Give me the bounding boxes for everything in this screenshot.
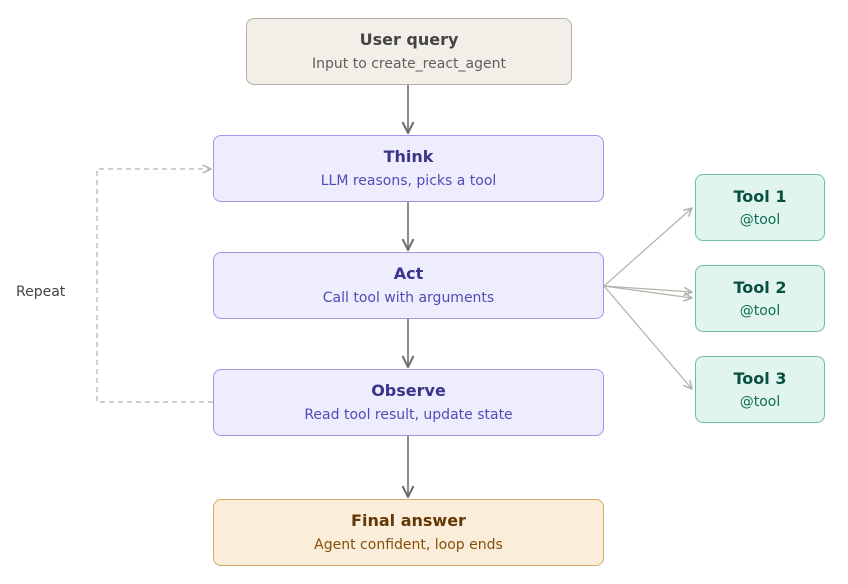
final-answer-node: Final answer Agent confident, loop ends [213, 499, 604, 566]
observe-subtitle: Read tool result, update state [304, 407, 513, 423]
think-subtitle: LLM reasons, picks a tool [320, 173, 497, 189]
tool-2-title: Tool 2 [733, 277, 787, 297]
user-query-title: User query [359, 30, 459, 49]
think-node: Think LLM reasons, picks a tool [213, 135, 604, 202]
think-title: Think [383, 147, 434, 166]
tool-1-subtitle: @tool [739, 211, 781, 228]
act-title: Act [393, 264, 424, 283]
tool-1-title: Tool 1 [733, 186, 787, 206]
arrow-act-to-tool-1 [603, 207, 693, 287]
final-answer-subtitle: Agent confident, loop ends [314, 537, 503, 553]
repeat-loop-line [96, 164, 213, 403]
tool-1-node: Tool 1 @tool [695, 174, 825, 241]
repeat-loop-label: Repeat [16, 284, 66, 300]
observe-title: Observe [371, 381, 446, 400]
tool-2-node: Tool 2 @tool [695, 265, 825, 332]
act-node: Act Call tool with arguments [213, 252, 604, 319]
tool-3-node: Tool 3 @tool [695, 356, 825, 423]
act-subtitle: Call tool with arguments [322, 290, 495, 306]
final-answer-title: Final answer [351, 511, 466, 530]
tool-3-subtitle: @tool [739, 393, 781, 410]
user-query-subtitle: Input to create_react_agent [312, 56, 506, 72]
arrow-act-to-tool-2 [603, 285, 693, 297]
arrow-tool-2-return [603, 285, 693, 302]
tool-3-title: Tool 3 [733, 368, 787, 388]
user-query-node: User query Input to create_react_agent [246, 18, 572, 85]
arrow-act-to-tool-3 [603, 285, 693, 390]
observe-node: Observe Read tool result, update state [213, 369, 604, 436]
tool-2-subtitle: @tool [739, 302, 781, 319]
